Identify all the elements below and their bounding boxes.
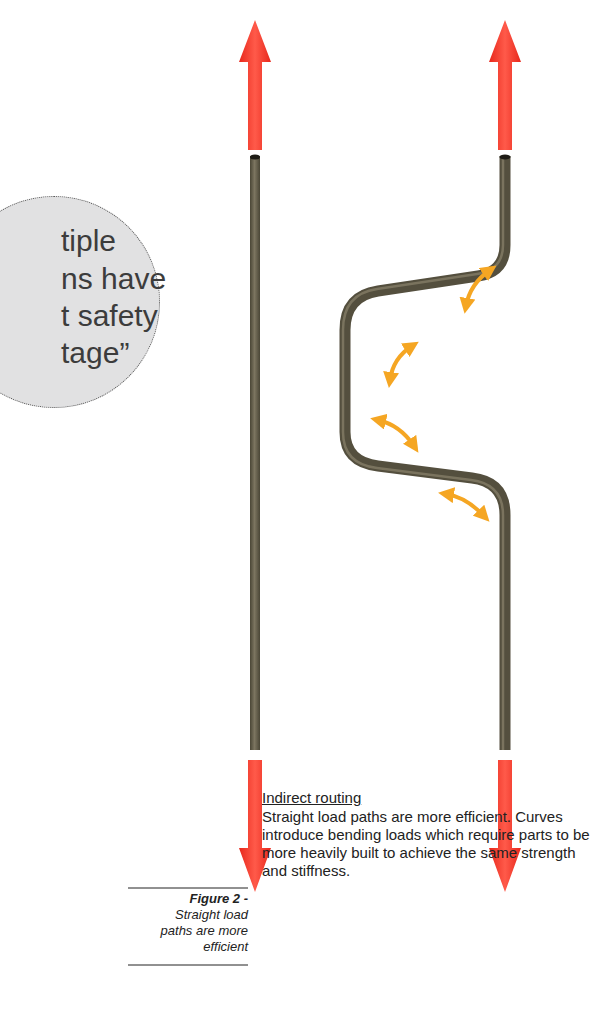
pull-quote-circle: tiplens havet safetytage” (0, 196, 160, 408)
quote-text: t safety (61, 298, 158, 334)
note-body: Straight load paths are more efficient. … (262, 808, 604, 880)
quote-text: tage” (61, 335, 129, 371)
cranked-rod (343, 155, 511, 751)
figure-number: Figure 2 - (128, 891, 248, 907)
caption-rule (128, 888, 248, 965)
tension-arrow (489, 20, 521, 892)
figure-caption: Straight load paths are more efficient (158, 907, 248, 955)
quote-text: ns have (61, 261, 166, 297)
straight-rod (250, 155, 260, 751)
note-heading: Indirect routing (262, 789, 602, 807)
tension-arrow (239, 20, 271, 892)
bending-arrow (378, 270, 490, 516)
quote-text: tiple (61, 223, 116, 259)
